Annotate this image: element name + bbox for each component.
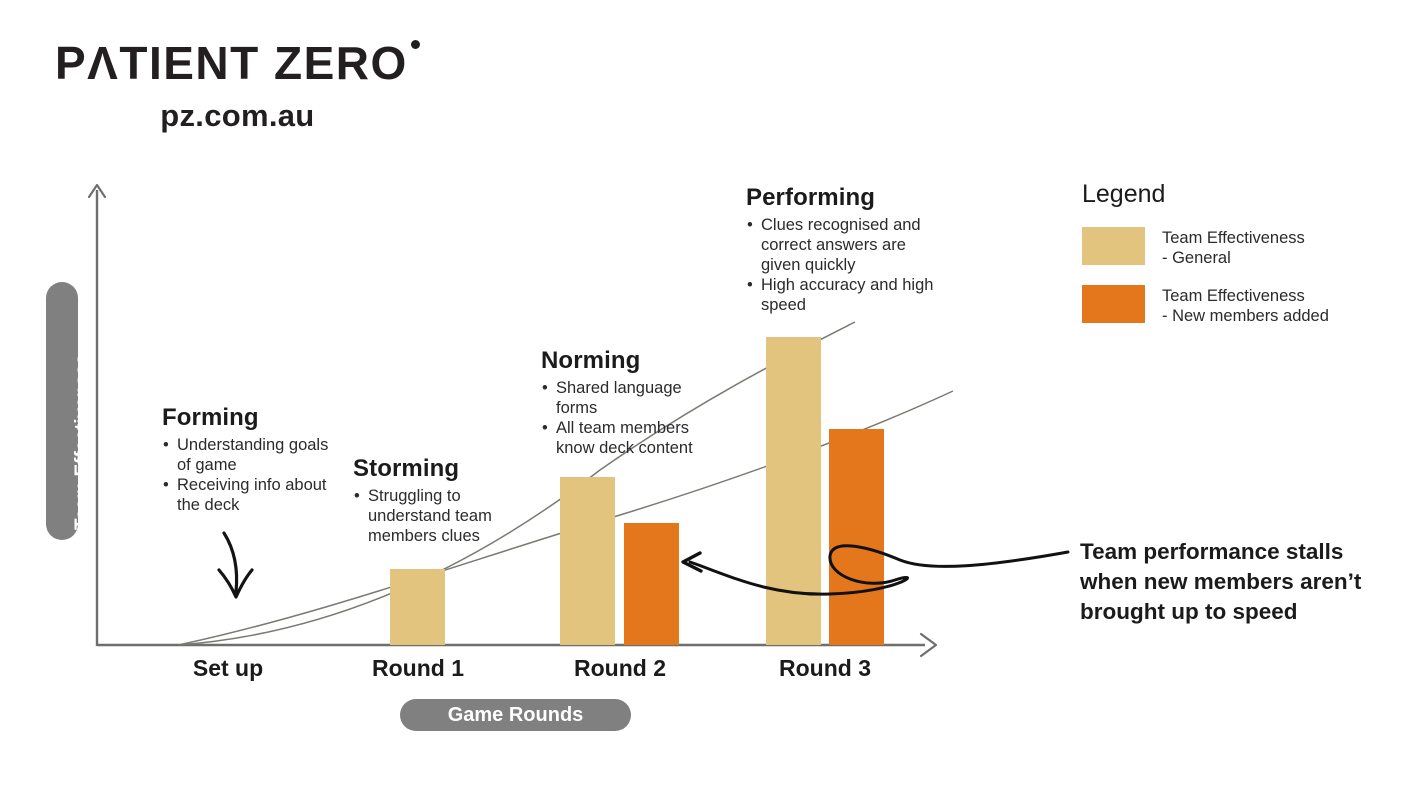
list-item: Shared language forms	[541, 378, 726, 418]
logo-website: pz.com.au	[160, 98, 315, 133]
bar-round2-general	[560, 477, 615, 645]
stage-performing-bullets: Clues recognised and correct answers are…	[746, 215, 936, 315]
stage-forming-bullets: Understanding goals of game Receiving in…	[162, 435, 332, 515]
x-tick-setup: Set up	[192, 655, 264, 681]
legend: Legend Team Effectiveness - General Team…	[1082, 180, 1382, 343]
stage-performing-title: Performing	[746, 184, 876, 211]
y-axis-label: Team Effectiveness	[46, 282, 93, 540]
logo-dot-icon	[410, 39, 420, 49]
stage-storming: Storming Struggling to understand team m…	[353, 455, 523, 546]
legend-item-new-members: Team Effectiveness - New members added	[1082, 285, 1382, 326]
list-item: Understanding goals of game	[162, 435, 332, 475]
x-axis-arrowhead-icon	[919, 632, 938, 658]
x-tick-round1: Round 1	[372, 655, 464, 681]
list-item: Clues recognised and correct answers are…	[746, 215, 936, 275]
stage-norming-title: Norming	[541, 347, 641, 374]
logo-wordmark-text: PΛTIENT ZERO	[55, 37, 408, 89]
y-axis-arrowhead-icon	[87, 183, 107, 199]
bar-round3-general	[766, 337, 821, 645]
forming-pointer-arrowhead-icon	[217, 568, 254, 599]
bar-round2-new-members	[624, 523, 679, 645]
annotation-text: Team performance stalls when new members…	[1080, 539, 1362, 624]
stage-norming: Norming Shared language forms All team m…	[541, 347, 726, 458]
stage-norming-bullets: Shared language forms All team members k…	[541, 378, 726, 458]
x-axis-label-text: Game Rounds	[447, 703, 584, 726]
x-tick-round2: Round 2	[574, 655, 666, 681]
logo-wordmark: PΛTIENT ZERO	[55, 37, 420, 89]
forming-pointer-arrow-icon	[222, 531, 239, 594]
bar-round1-general	[390, 569, 445, 645]
stage-forming: Forming Understanding goals of game Rece…	[162, 404, 332, 515]
annotation-callout-arrowhead-icon	[681, 551, 703, 573]
legend-label-new-members: Team Effectiveness - New members added	[1162, 287, 1329, 325]
legend-label-general: Team Effectiveness - General	[1162, 229, 1305, 267]
x-tick-round3: Round 3	[779, 655, 871, 681]
legend-swatch-general	[1082, 227, 1145, 265]
y-axis-label-text: Team Effectiveness	[72, 353, 93, 530]
stage-storming-title: Storming	[353, 455, 460, 482]
list-item: High accuracy and high speed	[746, 275, 936, 315]
legend-title: Legend	[1082, 180, 1166, 208]
stage-performing: Performing Clues recognised and correct …	[746, 184, 936, 315]
legend-swatch-new-members	[1082, 285, 1145, 323]
legend-item-general: Team Effectiveness - General	[1082, 227, 1382, 268]
stage-storming-bullets: Struggling to understand team members cl…	[353, 486, 523, 546]
bar-round3-new-members	[829, 429, 884, 645]
x-axis-label: Game Rounds	[400, 699, 631, 731]
stage-forming-title: Forming	[162, 404, 259, 431]
list-item: All team members know deck content	[541, 418, 726, 458]
annotation-callout-arrow-icon	[688, 544, 1070, 596]
brand-logo: PΛTIENT ZERO pz.com.au	[55, 37, 420, 134]
list-item: Receiving info about the deck	[162, 475, 332, 515]
list-item: Struggling to understand team members cl…	[353, 486, 523, 546]
